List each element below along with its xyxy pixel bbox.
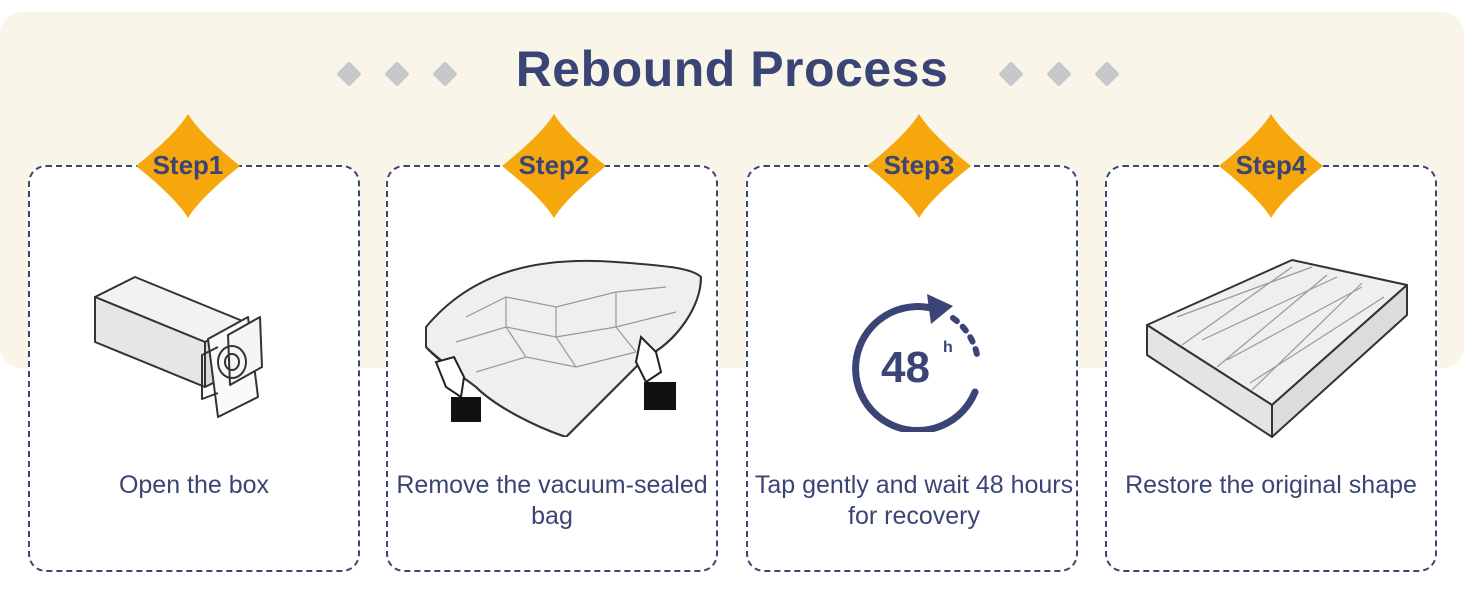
step-label: Step1 xyxy=(152,150,224,180)
compressed-box-icon xyxy=(94,276,263,418)
badge-shape xyxy=(502,114,606,218)
badge-shape xyxy=(867,114,971,218)
48h-timer-icon: 48 h xyxy=(852,294,981,432)
step-badge-2: Step2 xyxy=(500,112,608,220)
mattress-icon xyxy=(1146,259,1408,438)
step-card-3: 48 h xyxy=(746,165,1078,572)
badge-shape xyxy=(1219,114,1323,218)
step-card-4 xyxy=(1105,165,1437,572)
timer-value: 48 xyxy=(881,343,930,392)
step-caption: Open the box xyxy=(118,471,270,499)
step-caption: Restore the original shape xyxy=(1125,471,1417,499)
step-card-1 xyxy=(28,165,360,572)
timer-unit: h xyxy=(943,339,953,356)
step-label: Step4 xyxy=(1235,150,1307,180)
step-caption: Tap gently and wait 48 hours for recover… xyxy=(754,471,1074,530)
step-card-2 xyxy=(386,165,718,572)
step-label: Step3 xyxy=(883,150,955,180)
step-label: Step2 xyxy=(518,150,590,180)
step-badge-4: Step4 xyxy=(1217,112,1325,220)
step-badge-1: Step1 xyxy=(134,112,242,220)
hands-lifting-mattress-icon xyxy=(425,259,702,437)
step-badge-3: Step3 xyxy=(865,112,973,220)
step-caption: Remove the vacuum-sealed bag xyxy=(396,471,708,530)
badge-shape xyxy=(136,114,240,218)
page-title: Rebound Process xyxy=(515,41,949,97)
